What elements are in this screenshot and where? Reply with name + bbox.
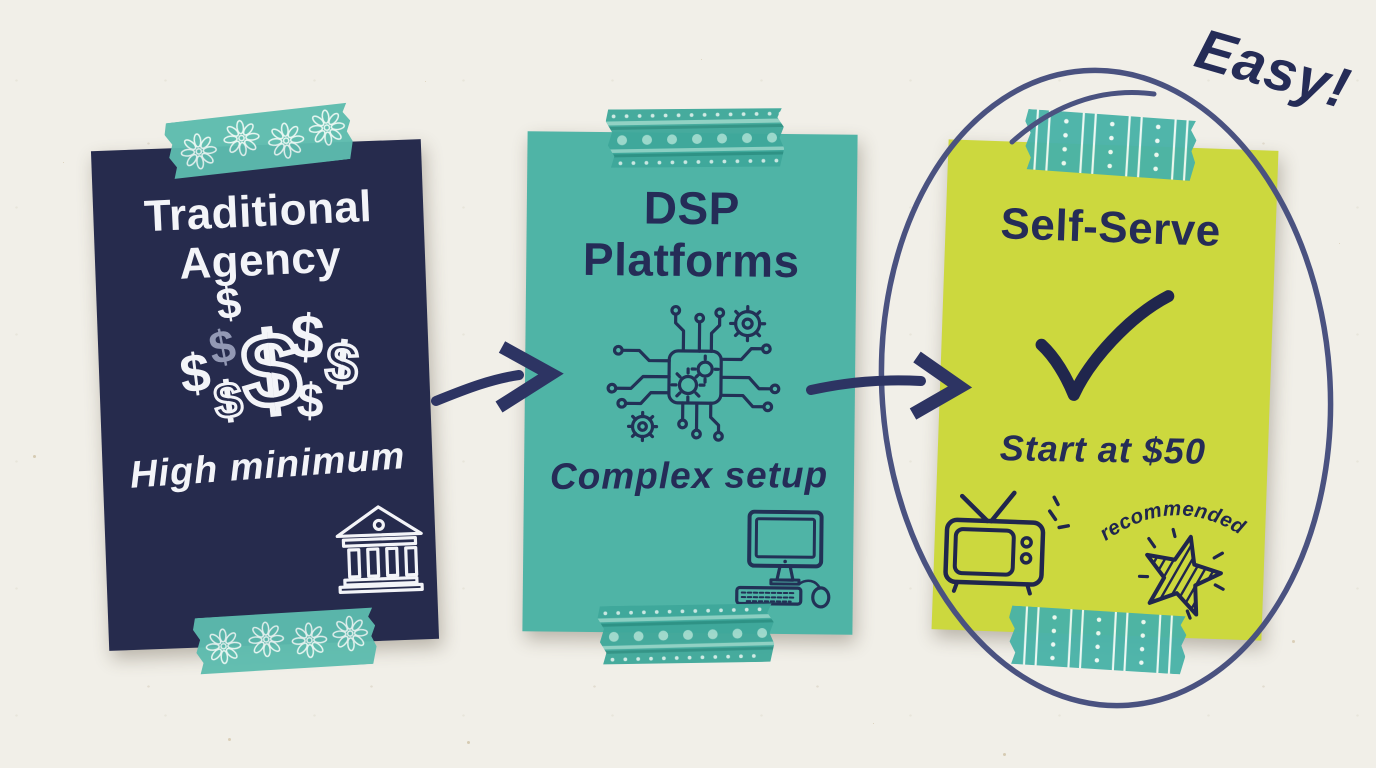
tv-icon — [943, 490, 1070, 596]
dollar-glyph: $ — [321, 328, 363, 399]
circuit-chip-icon — [606, 304, 781, 443]
card-dsp-platforms: DSP Platforms Complex setup — [522, 131, 858, 635]
title-line: DSP — [643, 181, 741, 235]
card-self-serve: Self-Serve Start at $50 recommended — [931, 139, 1279, 641]
bank-icon — [335, 505, 424, 594]
title-line: Self-Serve — [999, 199, 1222, 256]
star-icon — [1136, 527, 1228, 620]
washi-tape-stripes — [1022, 109, 1197, 181]
checkmark-icon — [1035, 290, 1175, 401]
washi-tape-flowers — [163, 101, 355, 181]
dollar-glyph: $ — [287, 301, 327, 374]
title-line: Platforms — [582, 232, 800, 287]
washi-tape-stripes — [1007, 605, 1188, 674]
washi-tape-dots — [597, 602, 775, 667]
card-note: Complex setup — [549, 454, 829, 497]
washi-tape-flowers — [192, 606, 378, 677]
dollar-glyph: $ — [296, 374, 325, 429]
paper-speckles — [33, 455, 36, 458]
card-note: Start at $50 — [999, 427, 1207, 472]
card-title: Self-Serve — [945, 197, 1277, 258]
dollar-glyph: $ — [209, 369, 247, 431]
card-title: DSP Platforms — [526, 181, 857, 287]
easy-label: Easy! — [1188, 16, 1358, 122]
card-traditional-agency: Traditional Agency $ $ $ $ $ $ $ $ High … — [90, 139, 440, 651]
dollar-glyph: $ — [176, 341, 214, 406]
desktop-computer-icon — [735, 509, 831, 609]
washi-tape-dots — [605, 106, 784, 169]
